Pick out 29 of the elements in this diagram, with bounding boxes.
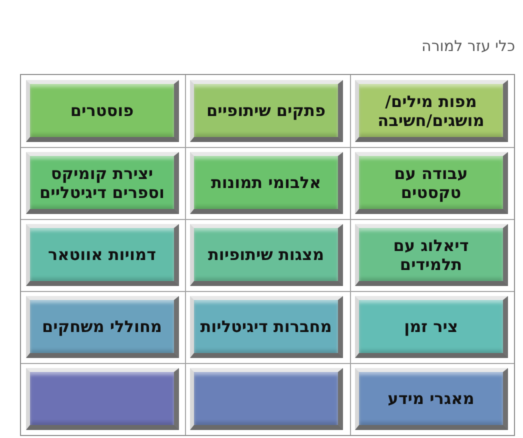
tile-label: יצירת קומיקס וספרים דיגיטליים (38, 164, 166, 202)
tile (355, 224, 508, 286)
tile (355, 296, 508, 358)
tile (26, 80, 179, 142)
tile-label: מחברות דיגיטליות (199, 317, 333, 336)
tile-label: ציר זמן (403, 317, 459, 336)
tile-label: עבודה עם טקסטים (393, 164, 469, 202)
tile (26, 296, 179, 358)
tile (190, 296, 343, 358)
tile-label: אלבומי תמונות (210, 173, 322, 192)
tile-label: דיאלוג עם תלמידים (392, 236, 470, 274)
tile (26, 224, 179, 286)
tile (190, 224, 343, 286)
tile-label: דמויות אווטאר (47, 245, 157, 264)
empty-tile (26, 368, 179, 430)
empty-tile (190, 368, 343, 430)
tile (355, 152, 508, 214)
tile-label: מצגות שיתופיות (206, 245, 326, 264)
tile (190, 80, 343, 142)
tile (355, 80, 508, 142)
title: כלי עזר למורה (422, 37, 515, 55)
tile (190, 152, 343, 214)
tile-label: מפות מילים/ מושגים/חשיבה (376, 92, 486, 130)
tile-label: מחוללי משחקים (40, 317, 164, 336)
tile-label: פוסטרים (69, 101, 135, 120)
tile (26, 152, 179, 214)
tile (355, 368, 508, 430)
tile-label: מאגרי מידע (386, 389, 476, 408)
tile-label: פתקים שיתופיים (205, 101, 326, 120)
